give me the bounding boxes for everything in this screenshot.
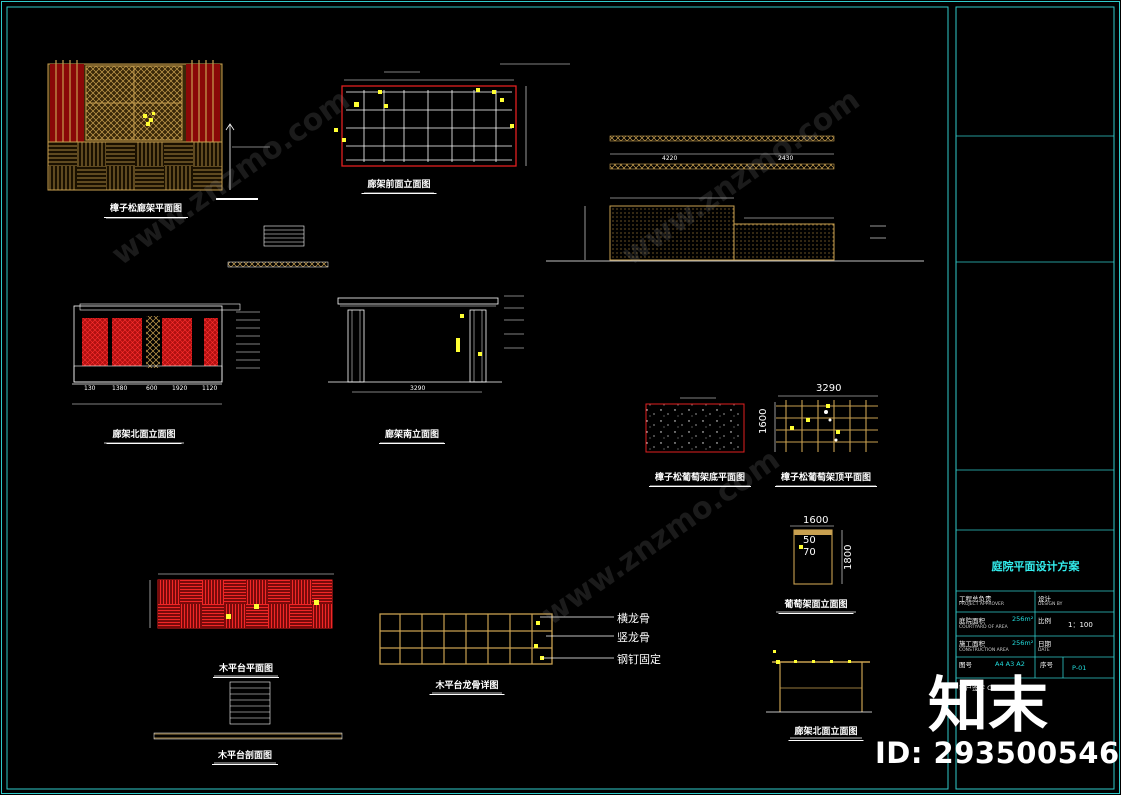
serial-label: 序号 — [1040, 661, 1053, 669]
dim-grape-top-width: 3290 — [816, 383, 842, 394]
grape-top-plan-drawing — [774, 395, 878, 452]
title-deck-plan: 木平台平面图 — [212, 661, 280, 678]
dim-north-5: 130 — [84, 385, 96, 392]
deck-section-drawing — [153, 681, 343, 740]
front-elevation-drawing — [334, 63, 570, 167]
dim-grape-side-width: 1600 — [803, 515, 829, 526]
dim-north-4: 1120 — [202, 385, 218, 392]
pergola-north-elevation-2-drawing — [766, 650, 872, 713]
title-grape-side-elevation: 葡萄架面立面图 — [778, 597, 854, 614]
client-signature-label: 客户签字 CLIENT — [959, 684, 1011, 692]
courtyard-area-label: 庭院面积 — [959, 617, 985, 625]
dim-grape-side-height: 1800 — [843, 544, 854, 570]
keel-label-vertical: 竖龙骨 — [617, 631, 650, 644]
title-south-elevation: 廊架南立面图 — [378, 427, 446, 444]
deck-plan-drawing — [149, 573, 334, 629]
title-block-lines — [956, 135, 1114, 679]
north-elevation-drawing — [72, 303, 260, 405]
title-grape-base-plan: 樟子松葡萄架底平面图 — [648, 470, 752, 487]
serial-value: P-01 — [1072, 664, 1087, 672]
scale-value: 1：100 — [1068, 621, 1093, 629]
grape-base-plan-drawing — [645, 397, 745, 453]
project-approver-label: 工程总负责 — [959, 595, 992, 603]
construction-area-label: 施工面积 — [959, 640, 985, 648]
design-label: 设计 — [1038, 595, 1051, 603]
dim-grape-side-b: 70 — [803, 547, 816, 558]
keel-label-nail: 钢钉固定 — [617, 653, 661, 666]
drawing-size-value: A4 A3 A2 — [995, 660, 1025, 668]
dim-grape-top-height: 1600 — [758, 408, 769, 434]
deck-keel-detail-drawing — [379, 613, 614, 665]
title-north-elevation: 廊架北面立面图 — [106, 427, 182, 444]
drawing-no-label: 图号 — [959, 661, 972, 669]
date-label: 日期 — [1038, 640, 1051, 648]
title-grape-top-plan: 樟子松葡萄架顶平面图 — [774, 470, 878, 487]
project-title: 庭院平面设计方案 — [991, 560, 1080, 573]
project-approver-label-en: PROJECT APPROVER — [959, 602, 1005, 607]
scale-label: 比例 — [1038, 617, 1051, 625]
dim-south: 3290 — [410, 385, 426, 392]
watermark-id: ID: 293500546 — [875, 736, 1120, 770]
title-block-frame — [955, 6, 1115, 790]
dim-north-3: 1920 — [172, 385, 188, 392]
dim-wall-2: 2430 — [778, 155, 794, 162]
title-deck-section: 木平台剖面图 — [211, 748, 279, 765]
south-elevation-drawing — [328, 295, 524, 393]
grape-side-elevation-drawing — [790, 525, 843, 585]
keel-label-horizontal: 横龙骨 — [617, 612, 650, 625]
construction-area-value: 256m² — [1012, 639, 1034, 647]
dim-north-2: 600 — [146, 385, 158, 392]
title-pergola-north-elevation-2: 廊架北面立面图 — [788, 724, 864, 741]
design-label-en: DESIGN BY — [1038, 602, 1063, 607]
title-front-elevation: 廊架前面立面图 — [361, 177, 437, 194]
material-legend — [227, 225, 329, 268]
dim-north-1: 1380 — [112, 385, 128, 392]
dim-grape-side-a: 50 — [803, 535, 816, 546]
courtyard-area-label-en: COURTYARD OF AREA — [959, 625, 1008, 630]
dim-wall-1: 4220 — [662, 155, 678, 162]
title-pergola-plan: 樟子松廊架平面图 — [103, 201, 189, 218]
courtyard-area-value: 256m² — [1012, 615, 1034, 623]
title-deck-keel-detail: 木平台龙骨详图 — [429, 678, 505, 695]
pergola-plan-drawing — [47, 60, 270, 200]
construction-area-label-en: CONSTRUCTION AREA — [959, 648, 1009, 653]
date-label-en: DATE — [1038, 648, 1050, 653]
watermark-logo: 知末 — [928, 671, 1048, 741]
drawing-frame — [6, 6, 949, 790]
wall-elevation-drawing — [546, 135, 924, 262]
